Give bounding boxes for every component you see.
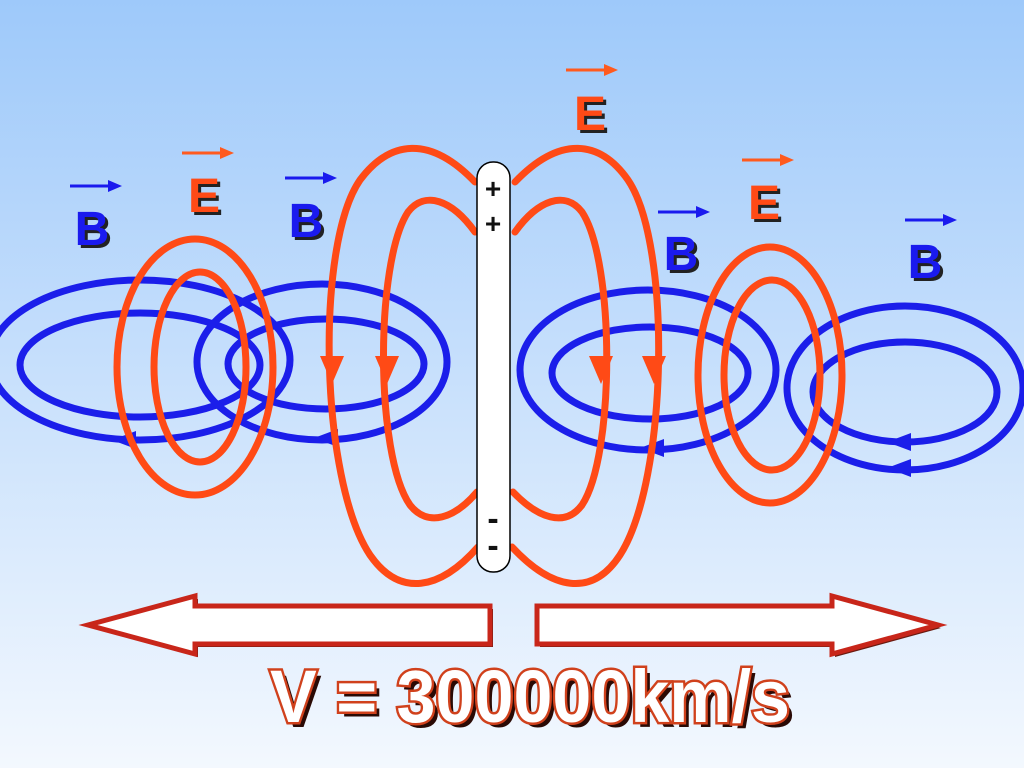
b-arrowhead: [887, 433, 911, 451]
antenna-charge-plus: +: [485, 208, 501, 239]
b-loop-far-left-inner: [16, 309, 264, 421]
e-arrowhead: [642, 356, 666, 384]
e-vector-letter: E: [748, 177, 780, 230]
b-vector-letter: B: [289, 195, 324, 248]
speed-caption-shadow: V = 300000km/s: [275, 660, 795, 743]
svg-text:E: E: [577, 91, 609, 144]
e-arrowhead: [320, 356, 344, 384]
antenna-charge-plus: +: [485, 173, 501, 204]
e-vector-label: E E: [182, 147, 234, 226]
b-vector-label: B B: [285, 172, 337, 251]
b-vector-label: B B: [70, 180, 122, 259]
svg-text:E: E: [751, 180, 783, 233]
svg-text:B: B: [78, 206, 113, 259]
electric-field-side-loops: [113, 235, 846, 507]
antenna-charge-minus: -: [487, 527, 498, 565]
b-vector-label: B B: [905, 214, 957, 292]
b-vector-label: B B: [658, 206, 710, 284]
e-vector-label: E E: [742, 154, 794, 233]
svg-text:B: B: [292, 198, 327, 251]
e-loop-right-inner: [720, 276, 824, 474]
speed-caption-text: V = 300000km/s: [270, 655, 790, 738]
field-vector-labels: E E E E E E B B B B: [70, 64, 957, 292]
antenna-rod: [476, 161, 511, 573]
left-arrow-icon: [78, 592, 493, 658]
magnetic-field-loops: [0, 276, 1024, 474]
svg-text:B: B: [667, 231, 702, 284]
b-loop-left-inner: [224, 315, 428, 413]
b-vector-letter: B: [75, 203, 110, 256]
e-vector-letter: E: [574, 88, 606, 141]
e-loop-left-outer: [113, 235, 277, 499]
antenna-charge-minus: -: [487, 500, 498, 538]
e-loop-left-inner: [150, 268, 250, 466]
b-vector-letter: B: [664, 228, 699, 281]
e-arrowhead: [589, 356, 613, 384]
b-vector-letter: B: [908, 236, 943, 289]
svg-text:E: E: [191, 173, 223, 226]
speed-caption: V = 300000km/s V = 300000km/s: [268, 653, 796, 744]
e-arrowhead: [375, 356, 399, 384]
b-loop-right-inner: [548, 323, 752, 423]
right-arrow-icon: [534, 592, 948, 658]
b-arrowhead: [887, 459, 911, 477]
e-vector-letter: E: [188, 170, 220, 223]
e-line-arrowheads: [320, 356, 666, 384]
svg-text:B: B: [911, 239, 946, 292]
e-loop-right-outer: [694, 243, 846, 507]
e-vector-label: E E: [566, 64, 618, 144]
